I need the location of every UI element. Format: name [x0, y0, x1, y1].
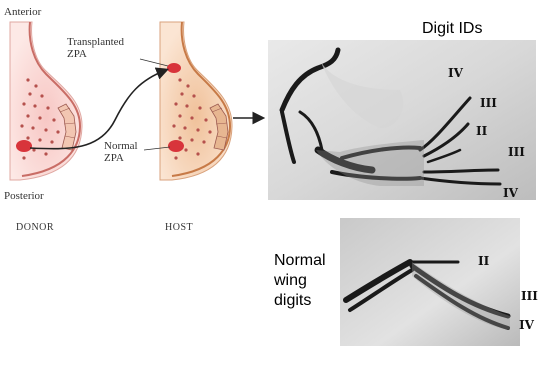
- donor-label: DONOR: [16, 222, 54, 234]
- posterior-label: Posterior: [4, 190, 44, 202]
- donor-zpa: [16, 140, 32, 152]
- exp-digit-label: III: [480, 96, 497, 110]
- experimental-wing-xray: [268, 40, 536, 200]
- normal-zpa-line1: Normal: [104, 140, 138, 152]
- normal-wing-line3: digits: [274, 291, 326, 311]
- normal-wing-digits-label: Normal wing digits: [274, 251, 326, 311]
- anterior-label: Anterior: [4, 6, 41, 18]
- normal-digit-label: II: [478, 254, 489, 268]
- exp-digit-label: IV: [448, 66, 463, 80]
- exp-digit-label: III: [508, 145, 525, 159]
- transplanted-zpa-label: Transplanted ZPA: [67, 36, 124, 60]
- normal-zpa-label: Normal ZPA: [104, 140, 138, 164]
- normal-digit-label: IV: [519, 318, 534, 332]
- exp-digit-label: II: [476, 124, 487, 138]
- normal-wing-xray: [340, 218, 520, 346]
- host-limb-bud: [160, 22, 232, 180]
- transplanted-zpa-line2: ZPA: [67, 48, 124, 60]
- normal-wing-line2: wing: [274, 271, 326, 291]
- transplanted-zpa-line1: Transplanted: [67, 36, 124, 48]
- normal-wing-line1: Normal: [274, 251, 326, 271]
- normal-zpa-line2: ZPA: [104, 152, 138, 164]
- normal-digit-label: III: [521, 289, 538, 303]
- exp-digit-label: IV: [503, 186, 518, 200]
- host-label: HOST: [165, 222, 193, 234]
- host-normal-zpa: [168, 140, 184, 152]
- digit-ids-title: Digit IDs: [422, 20, 482, 38]
- transplanted-zpa: [167, 63, 181, 73]
